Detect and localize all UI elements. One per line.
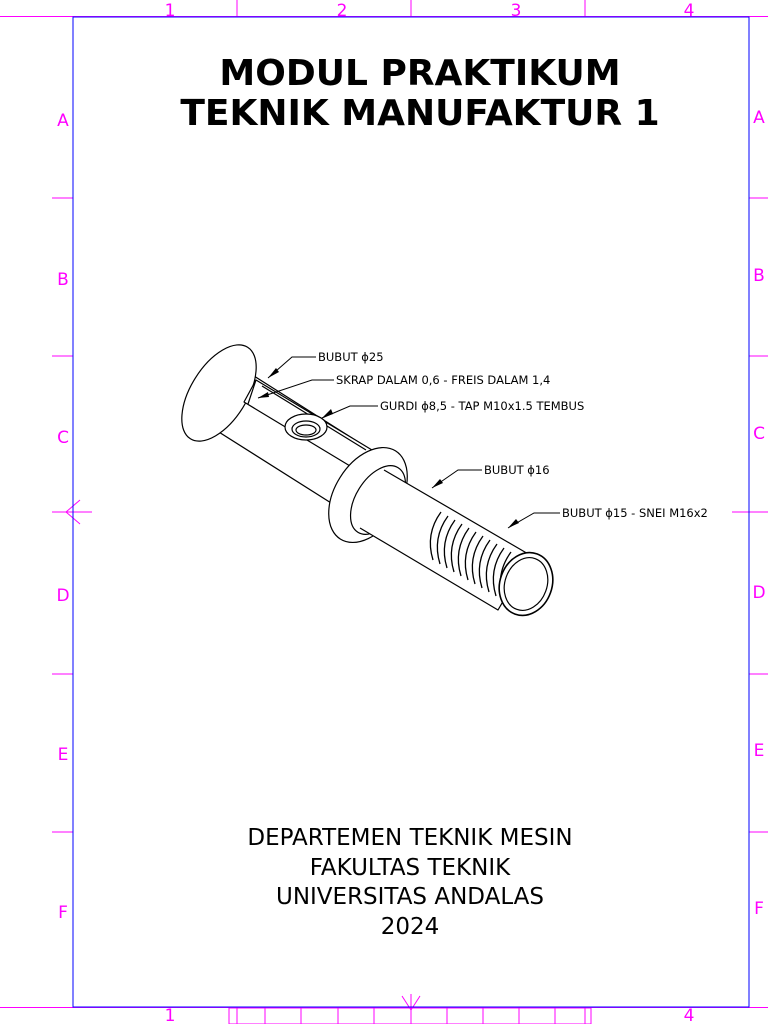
- row-label-right: F: [754, 899, 764, 919]
- row-label-right: B: [753, 266, 765, 286]
- module-title: MODUL PRAKTIKUM TEKNIK MANUFAKTUR 1: [100, 54, 740, 134]
- callout-label: GURDI ϕ8,5 - TAP M10x1.5 TEMBUS: [380, 399, 584, 413]
- university-name: UNIVERSITAS ANDALAS: [275, 884, 544, 910]
- row-label-left: C: [57, 428, 69, 448]
- row-label-right: A: [753, 108, 765, 128]
- column-label-top: 3: [511, 1, 522, 21]
- callout-arrowheads: [258, 368, 519, 528]
- title-line: MODUL PRAKTIKUM: [219, 53, 621, 94]
- row-label-left: A: [57, 111, 69, 131]
- row-label-left: E: [58, 745, 69, 765]
- institution-block: DEPARTEMEN TEKNIK MESIN FAKULTAS TEKNIK …: [100, 824, 720, 942]
- department-name: DEPARTEMEN TEKNIK MESIN: [247, 825, 573, 851]
- shaft-part-drawing: [181, 344, 554, 617]
- callout-label: BUBUT ϕ25: [318, 350, 384, 364]
- column-label-bottom: 1: [165, 1006, 176, 1024]
- title-line: TEKNIK MANUFAKTUR 1: [180, 93, 660, 134]
- column-label-bottom: 4: [684, 1006, 695, 1024]
- row-label-right: D: [752, 583, 765, 603]
- column-label-top: 2: [337, 1, 348, 21]
- column-label-top: 4: [684, 1, 695, 21]
- row-label-left: F: [58, 903, 68, 923]
- row-label-left: B: [57, 270, 69, 290]
- inner-border: [72, 16, 750, 1008]
- callout-label: SKRAP DALAM 0,6 - FREIS DALAM 1,4: [336, 373, 550, 387]
- row-label-right: C: [753, 424, 765, 444]
- callout-label: BUBUT ϕ15 - SNEI M16x2: [562, 506, 708, 520]
- column-label-top: 1: [165, 1, 176, 21]
- row-label-right: E: [754, 741, 765, 761]
- tapped-hole: [284, 413, 328, 441]
- large-cylinder-left-face: [181, 344, 257, 442]
- faculty-name: FAKULTAS TEKNIK: [309, 854, 511, 881]
- callout-label: BUBUT ϕ16: [484, 463, 550, 477]
- row-label-left: D: [56, 586, 69, 606]
- year: 2024: [380, 913, 440, 940]
